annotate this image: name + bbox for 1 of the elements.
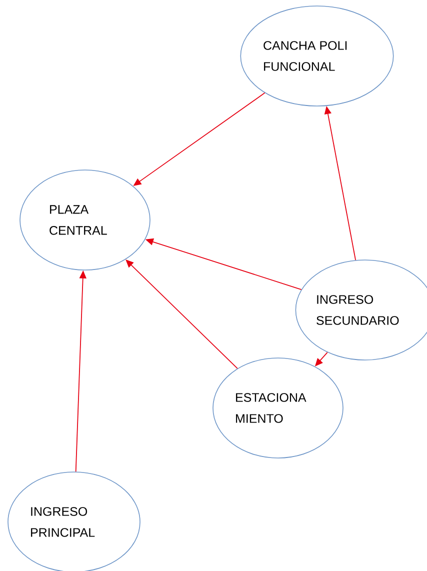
arrow [126,260,238,369]
